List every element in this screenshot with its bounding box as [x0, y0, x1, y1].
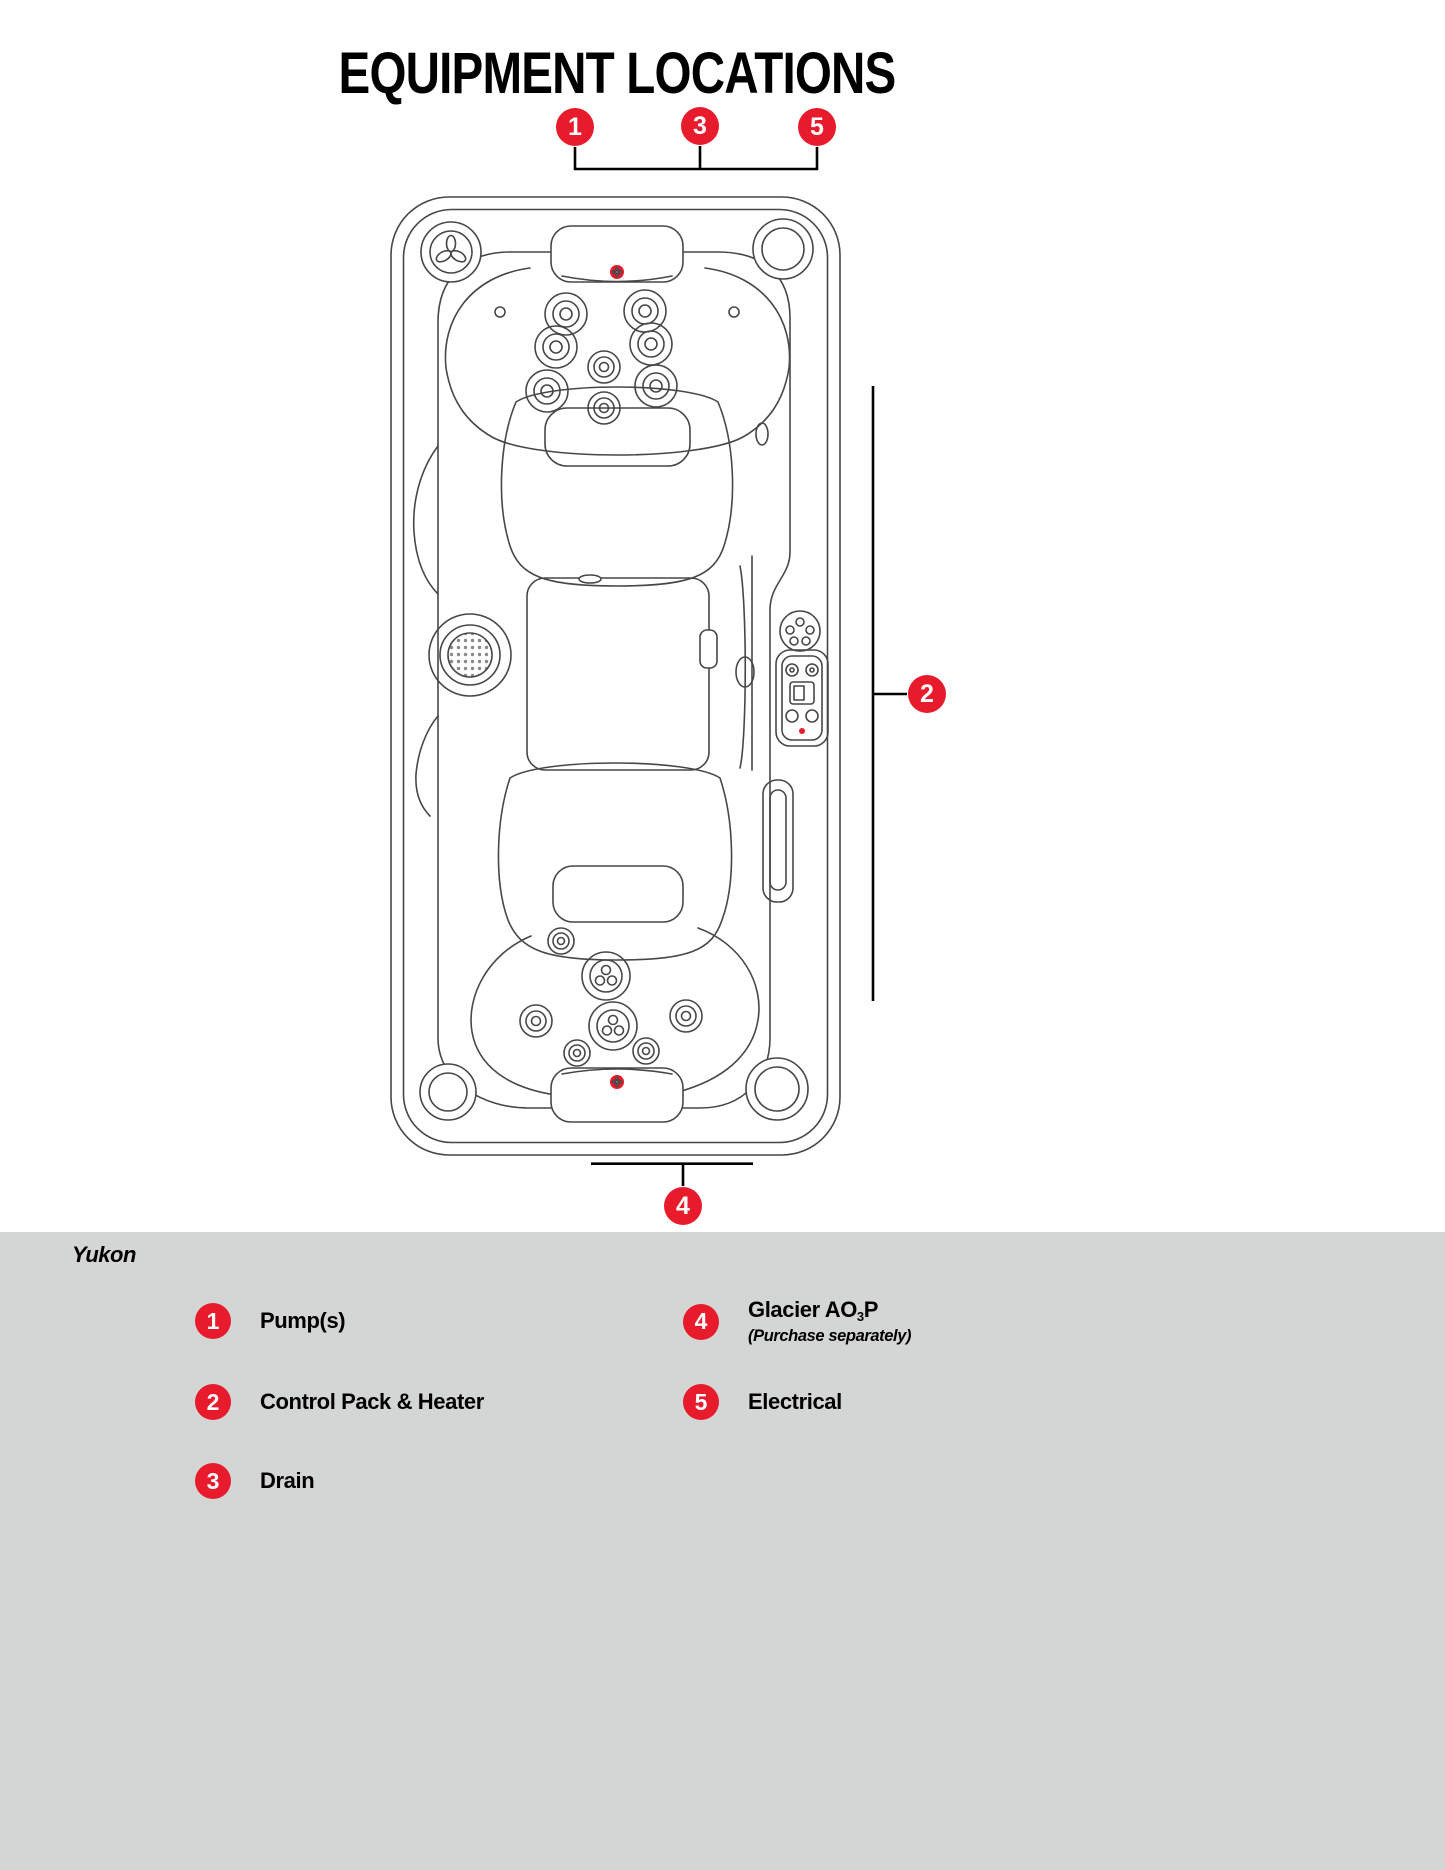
upper-seat-contour [444, 267, 791, 456]
legend-label-pumps: Pump(s) [260, 1308, 346, 1333]
jet [588, 1001, 638, 1051]
footwell [526, 574, 718, 771]
callout-line-bottom [591, 1162, 753, 1186]
jet [547, 927, 575, 955]
small-wall-jet [728, 306, 740, 318]
callout-lines [573, 146, 907, 1186]
callout-marker-electrical: 5 [798, 108, 836, 146]
page-title: EQUIPMENT LOCATIONS [338, 41, 897, 106]
hot-tub-diagram [390, 146, 907, 1186]
callout-line-top [573, 146, 819, 171]
pillow-bottom [550, 1067, 684, 1123]
lounge-seat-upper [500, 386, 734, 587]
legend-panel: Yukon 1 Pump(s) 2 Control Pack & Heater … [0, 1232, 1445, 1870]
tub-basin-rim [437, 251, 791, 1109]
tub-line-art [390, 196, 841, 1156]
legend-item-electrical: 5 Electrical [683, 1384, 842, 1420]
jet [629, 322, 673, 366]
legend-marker-3: 3 [195, 1463, 231, 1499]
model-name: Yukon [72, 1242, 136, 1267]
legend-marker-4: 4 [683, 1303, 719, 1340]
jet [669, 999, 703, 1033]
small-wall-jet [494, 306, 506, 318]
corner-jet-top-right [752, 218, 814, 280]
speaker [428, 613, 512, 697]
right-seat-edge [739, 565, 747, 769]
jet [634, 364, 678, 408]
callout-marker-drain: 3 [681, 107, 719, 145]
diverter-valve [779, 610, 821, 652]
callout-marker-pump: 1 [556, 108, 594, 146]
lounge-seat-lower [497, 762, 733, 961]
pillow-top [550, 225, 684, 283]
legend-note-glacier: (Purchase separately) [748, 1327, 912, 1345]
lower-seat-contour [470, 935, 557, 1096]
callout-marker-control-pack: 2 [908, 675, 946, 713]
side-jet-oval [735, 656, 755, 688]
callout-marker-glacier: 4 [664, 1187, 702, 1225]
left-wall-contour [412, 445, 439, 595]
topside-control-panel [775, 649, 829, 747]
glacier-label-subscript: 3 [856, 1309, 864, 1324]
jet [519, 1004, 553, 1038]
legend-item-glacier: 4 Glacier AO3P (Purchase separately) [683, 1297, 912, 1346]
left-wall-contour-2 [415, 715, 439, 817]
lower-seat-contour [677, 927, 760, 1093]
legend-marker-2: 2 [195, 1384, 231, 1420]
brand-jet-logo-top [610, 265, 624, 279]
corner-jet-bottom-left [419, 1063, 477, 1121]
legend-label-glacier: Glacier AO3P (Purchase separately) [748, 1297, 912, 1346]
jet [525, 369, 569, 413]
jet [632, 1037, 660, 1065]
legend-marker-5: 5 [683, 1384, 719, 1420]
corner-jet-bottom-right [745, 1057, 809, 1121]
legend-marker-1: 1 [195, 1303, 231, 1339]
tub-outer-shell [390, 196, 841, 1156]
legend-item-control-pack: 2 Control Pack & Heater [195, 1384, 484, 1420]
corner-filter-top-left [420, 221, 482, 283]
jet [581, 951, 631, 1001]
legend-item-pumps: 1 Pump(s) [195, 1303, 346, 1339]
side-jet-oval [755, 422, 769, 446]
jet [587, 350, 621, 384]
legend-label-control-pack: Control Pack & Heater [260, 1389, 484, 1414]
side-handle [762, 779, 794, 903]
legend-label-electrical: Electrical [748, 1389, 842, 1414]
brand-jet-logo-bottom [610, 1075, 624, 1089]
glacier-label-suffix: P [863, 1297, 879, 1322]
legend-label-drain: Drain [260, 1468, 315, 1493]
glacier-label-prefix: Glacier AO [748, 1297, 857, 1322]
callout-line-right [871, 386, 907, 1001]
jet [563, 1039, 591, 1067]
legend-item-drain: 3 Drain [195, 1463, 315, 1499]
